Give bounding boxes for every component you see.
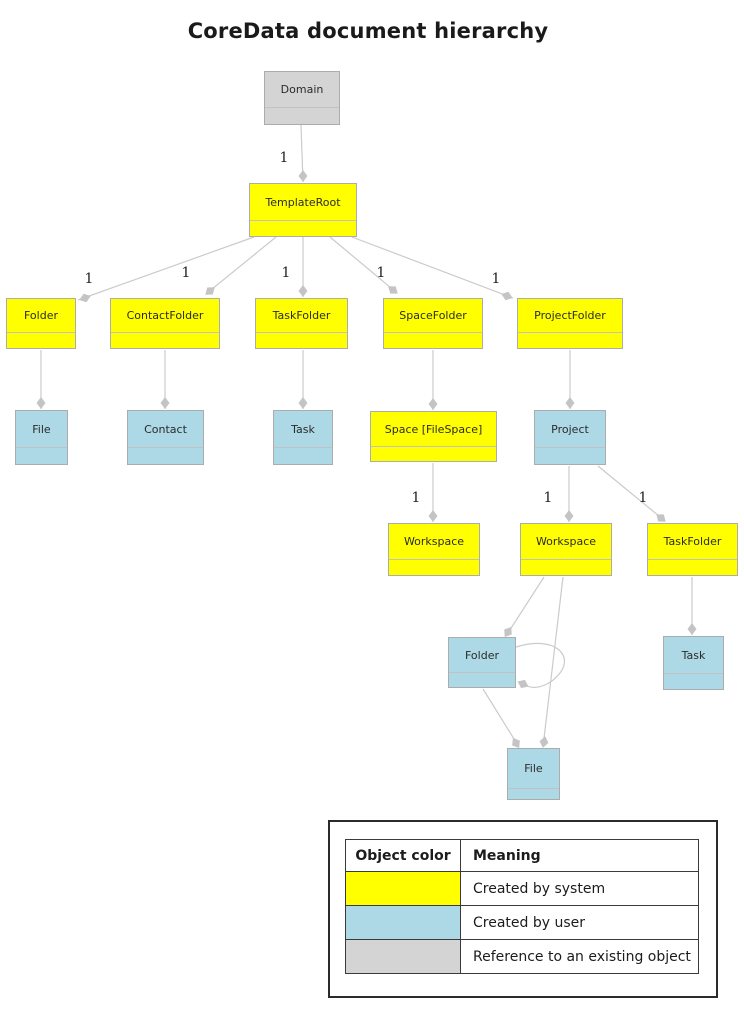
legend-swatch-user (345, 905, 461, 940)
legend-meaning-user: Created by user (460, 905, 699, 940)
multiplicity-label: 1 (543, 490, 553, 506)
diamond (565, 397, 575, 409)
diamond (512, 737, 520, 749)
multiplicity-label: 1 (638, 490, 648, 506)
legend-swatch-reference (345, 939, 461, 974)
legend-table: Object color Meaning Created by system C… (345, 839, 699, 974)
legend-row-user: Created by user (345, 905, 699, 940)
node-file: File (15, 410, 68, 465)
node-label: Project (551, 422, 589, 436)
node-domain: Domain (264, 71, 340, 125)
edge-workspace-file (542, 576, 564, 748)
node-label: Space [FileSpace] (384, 422, 483, 436)
node-label: Task (291, 422, 315, 436)
diamond (428, 510, 438, 522)
node-taskfolder-project: TaskFolder (647, 523, 738, 576)
node-label: SpaceFolder (399, 309, 467, 322)
legend-header-object-color: Object color (345, 839, 461, 872)
multiplicity-label: 1 (376, 265, 386, 281)
edge-project-taskfolder (597, 465, 666, 522)
node-folder-workspace: Folder (448, 637, 516, 688)
node-label: ContactFolder (126, 309, 204, 322)
node-task-taskfolder: Task (663, 636, 724, 690)
diamond (504, 626, 512, 638)
node-label: Task (681, 648, 706, 662)
node-projectfolder: ProjectFolder (517, 298, 623, 349)
legend-header-meaning: Meaning (460, 839, 699, 872)
diamond (564, 510, 574, 522)
node-label: Workspace (403, 535, 465, 548)
node-workspace-project: Workspace (520, 523, 612, 576)
node-label: File (32, 422, 51, 436)
diamond (388, 286, 398, 294)
multiplicity-label: 1 (181, 265, 191, 281)
node-label: Workspace (535, 535, 597, 548)
diamond (36, 397, 46, 409)
node-label: File (524, 762, 543, 775)
legend-row-reference: Reference to an existing object (345, 939, 699, 974)
page-title: CoreData document hierarchy (187, 19, 549, 43)
edge-templateroot-projectfolder (351, 236, 514, 299)
node-templateroot: TemplateRoot (249, 183, 357, 237)
node-label: Folder (24, 309, 58, 322)
edge-templateroot-contactfolder (205, 236, 277, 295)
aggregation-diamonds (36, 170, 697, 749)
diamond (656, 514, 666, 522)
node-label: ProjectFolder (534, 309, 606, 322)
edge-folder-self-loop (515, 642, 566, 688)
legend-meaning-system: Created by system (460, 871, 699, 906)
diamond (160, 397, 170, 409)
diamond (298, 170, 308, 182)
node-file-folder: File (507, 748, 560, 800)
node-project: Project (534, 410, 606, 465)
node-label: TemplateRoot (265, 195, 341, 209)
node-taskfolder: TaskFolder (255, 298, 348, 349)
node-spacefolder: SpaceFolder (383, 298, 483, 349)
edge-workspace-folder (505, 576, 545, 637)
node-workspace-space: Workspace (388, 523, 480, 576)
node-folder: Folder (6, 298, 76, 349)
node-label: TaskFolder (272, 309, 331, 322)
multiplicity-label: 1 (279, 150, 289, 166)
node-contactfolder: ContactFolder (110, 298, 220, 349)
legend-swatch-system (345, 871, 461, 906)
legend-row-system: Created by system (345, 871, 699, 906)
diagram-edges (36, 124, 697, 749)
diamond (298, 397, 308, 409)
edge-templateroot-spacefolder (329, 236, 398, 294)
diamond (539, 736, 549, 748)
multiplicity-label: 1 (491, 271, 501, 287)
node-task: Task (273, 410, 333, 465)
diamond (501, 291, 513, 301)
legend-meaning-reference: Reference to an existing object (460, 939, 699, 974)
diamond (205, 287, 215, 295)
diamond (517, 679, 529, 689)
node-label: Contact (144, 422, 187, 436)
diamond (428, 398, 438, 410)
multiplicity-label: 1 (84, 271, 94, 287)
legend-box: Object color Meaning Created by system C… (328, 820, 718, 998)
diamond (298, 285, 308, 297)
multiplicity-label: 1 (281, 265, 291, 281)
node-label: Folder (465, 648, 499, 662)
edge-templateroot-folder (77, 236, 255, 301)
node-label: TaskFolder (663, 535, 722, 548)
diamond (79, 293, 91, 303)
edge-folder-file-bottom (482, 688, 520, 748)
node-contact: Contact (127, 410, 204, 465)
multiplicity-label: 1 (411, 490, 421, 506)
legend-header-row: Object color Meaning (345, 839, 699, 872)
diamond (687, 623, 697, 635)
node-space-filespace: Space [FileSpace] (370, 411, 497, 462)
node-label: Domain (280, 83, 324, 96)
